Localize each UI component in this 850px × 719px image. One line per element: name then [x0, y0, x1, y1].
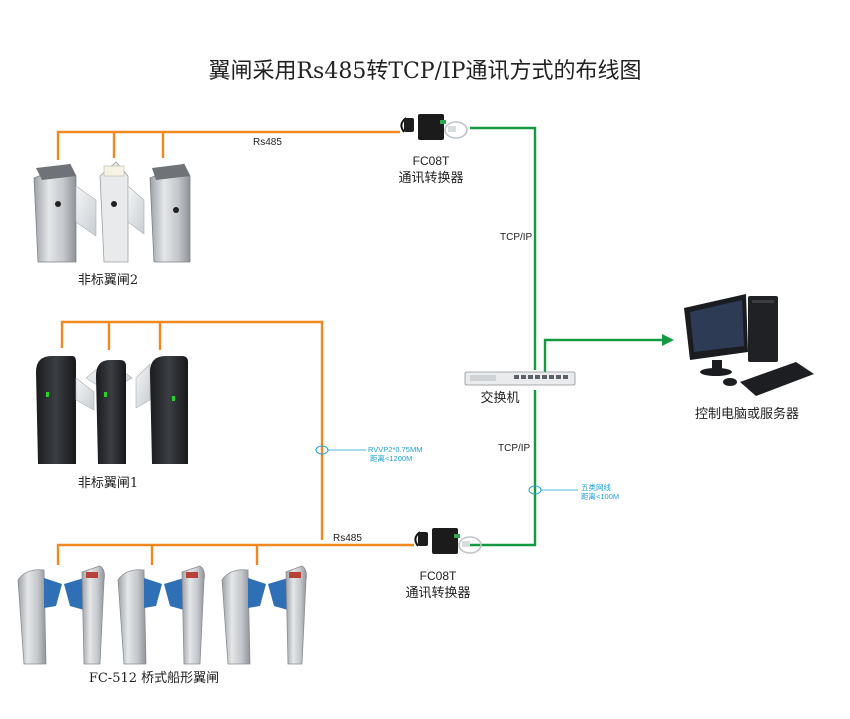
converter-icon	[400, 114, 468, 140]
diagram-title: 翼闸采用Rs485转TCP/IP通讯方式的布线图	[208, 59, 641, 84]
rs485-bus-middle	[60, 320, 324, 540]
cable-distance: 距离<1200M	[370, 453, 412, 463]
turnstile-gate	[135, 356, 188, 464]
gate-group-label: FC-512 桥式船形翼闸	[89, 671, 219, 686]
tcp-line-top	[470, 126, 537, 370]
turnstile-gate	[17, 565, 105, 665]
cable-spec: RVVP2*0.75MM	[368, 445, 422, 454]
cable-distance: 距离<100M	[581, 491, 619, 501]
computer-icon	[684, 294, 814, 396]
rs485-bus-top	[56, 130, 400, 160]
arrow-head	[662, 334, 674, 346]
converter-icon	[414, 528, 482, 554]
server-computer: 控制电脑或服务器	[684, 294, 814, 422]
converter-model: FC08T	[413, 154, 450, 168]
rs485-wiring	[56, 130, 414, 565]
converter-name: 通讯转换器	[405, 586, 470, 601]
turnstile-gate	[33, 163, 97, 263]
network-switch: 交换机	[464, 371, 576, 406]
converter-model: FC08T	[420, 569, 457, 583]
converter-name: 通讯转换器	[398, 171, 463, 186]
turnstile-gate	[149, 163, 191, 263]
rs485-label-top: Rs485	[253, 137, 282, 148]
tcp-line-server	[543, 338, 662, 378]
rs485-bus-bottom	[56, 543, 414, 565]
cable-annotation-net: 五类网线 距离<100M	[528, 482, 619, 501]
turnstile-gate	[36, 356, 95, 464]
gate-group-1: 非标翼闸1	[36, 356, 188, 491]
turnstile-gate	[117, 565, 205, 665]
gate-group-2: 非标翼闸2	[33, 161, 191, 288]
gate-group-label: 非标翼闸2	[78, 273, 138, 288]
tcp-label-bottom: TCP/IP	[498, 443, 531, 454]
switch-label: 交换机	[480, 390, 519, 406]
tcp-wiring	[466, 126, 674, 547]
tcp-line-bottom	[466, 390, 537, 547]
cable-annotation-rs485: RVVP2*0.75MM 距离<1200M	[315, 445, 422, 463]
converter-top: FC08T 通讯转换器	[398, 114, 468, 186]
tcp-label-top: TCP/IP	[500, 232, 533, 243]
turnstile-gate	[99, 161, 145, 263]
gate-group-label: 非标翼闸1	[78, 476, 138, 491]
cable-spec: 五类网线	[581, 482, 611, 492]
gate-group-3: FC-512 桥式船形翼闸	[17, 565, 307, 686]
server-label: 控制电脑或服务器	[695, 406, 799, 422]
rs485-label-bottom: Rs485	[333, 533, 362, 544]
turnstile-gate	[85, 359, 133, 464]
turnstile-gate	[221, 565, 307, 665]
converter-bottom: FC08T 通讯转换器	[405, 528, 482, 601]
